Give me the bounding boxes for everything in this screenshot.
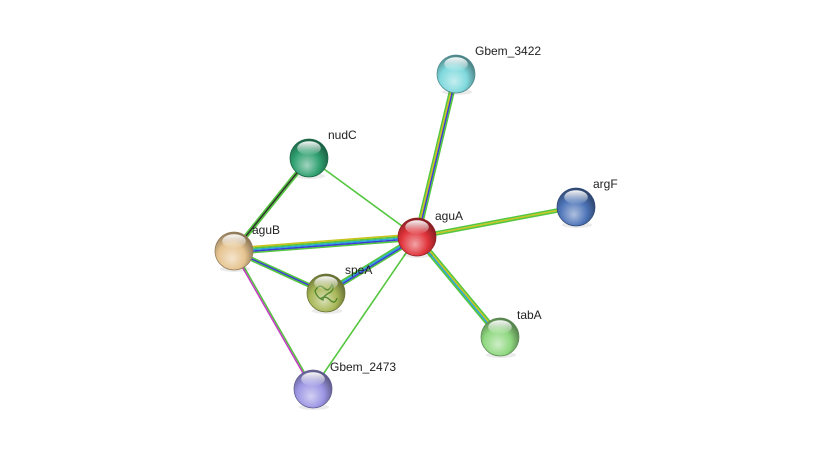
- node-tabA[interactable]: tabA: [480, 308, 542, 358]
- edge-aguA-aguB: [232, 233, 419, 255]
- node-highlight: [444, 57, 468, 71]
- node-label-argF: argF: [593, 177, 618, 191]
- edge-strand: [415, 236, 501, 339]
- edge-strand: [416, 206, 577, 238]
- edge-strand: [418, 73, 459, 239]
- node-Gbem_3422[interactable]: Gbem_3422: [436, 44, 541, 95]
- edge-strand: [416, 73, 458, 238]
- node-argF[interactable]: argF: [556, 177, 618, 228]
- edge-aguB-nudC: [232, 156, 311, 253]
- node-label-nudC: nudC: [328, 128, 357, 142]
- edges-layer: [232, 72, 578, 391]
- edge-strand: [233, 237, 418, 254]
- edge-strand: [415, 73, 457, 238]
- edge-strand: [233, 236, 418, 252]
- node-label-tabA: tabA: [517, 308, 542, 322]
- edge-strand: [415, 204, 577, 237]
- node-highlight: [301, 372, 325, 386]
- node-label-aguB: aguB: [252, 223, 280, 237]
- node-label-Gbem_3422: Gbem_3422: [475, 44, 541, 58]
- node-highlight: [297, 141, 321, 155]
- edge-strand: [414, 237, 500, 340]
- edge-strand: [232, 156, 309, 251]
- edge-strand: [417, 234, 503, 337]
- node-speA[interactable]: speA: [306, 263, 372, 314]
- edge-aguA-nudC: [308, 157, 418, 238]
- edge-strand: [233, 249, 315, 390]
- nodes-layer: aguA Gbem_3422 argF tabA nudC aguB speA Gbem_24…: [214, 44, 618, 410]
- edge-strand: [233, 234, 418, 251]
- node-highlight: [405, 220, 429, 234]
- edge-aguA-Gbem_2473: [312, 236, 418, 390]
- edge-strand: [308, 157, 418, 238]
- node-highlight: [222, 234, 246, 248]
- edge-strand: [416, 207, 578, 240]
- edge-strand: [232, 250, 314, 391]
- node-aguA[interactable]: aguA: [397, 209, 463, 258]
- edge-strand: [233, 239, 419, 255]
- edge-strand: [414, 72, 455, 238]
- edge-strand: [233, 157, 310, 252]
- edge-strand: [312, 236, 418, 390]
- edge-aguB-Gbem_2473: [232, 249, 315, 391]
- edge-strand: [234, 158, 311, 253]
- node-highlight: [564, 190, 588, 204]
- node-label-speA: speA: [345, 263, 372, 277]
- node-label-Gbem_2473: Gbem_2473: [330, 360, 396, 374]
- node-label-aguA: aguA: [435, 209, 463, 223]
- node-highlight: [488, 320, 512, 334]
- edge-aguA-argF: [415, 204, 578, 240]
- node-highlight: [314, 276, 338, 290]
- edge-aguA-tabA: [414, 234, 503, 340]
- node-aguB[interactable]: aguB: [214, 223, 280, 272]
- edge-strand: [232, 233, 418, 249]
- node-nudC[interactable]: nudC: [289, 128, 357, 179]
- edge-strand: [416, 235, 502, 338]
- node-Gbem_2473[interactable]: Gbem_2473: [293, 360, 396, 410]
- edge-aguA-Gbem_3422: [414, 72, 459, 239]
